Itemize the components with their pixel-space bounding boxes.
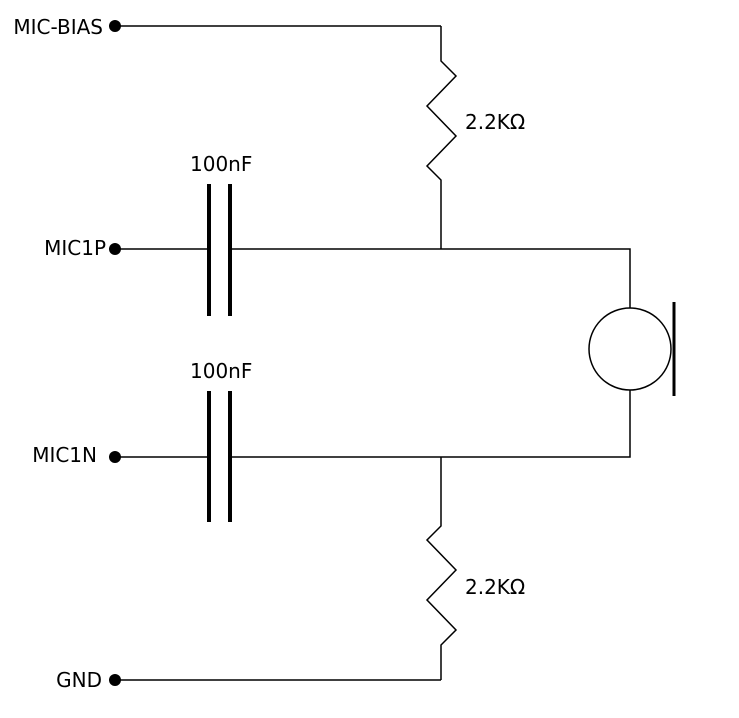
wire-mic1p-out [230, 248, 631, 308]
label-capacitor-top: 100nF [190, 152, 252, 176]
wire-mic1n-out [230, 390, 631, 458]
label-mic1p: MIC1P [44, 236, 106, 260]
resistor-bottom [425, 457, 458, 680]
label-resistor-bottom: 2.2KΩ [465, 575, 525, 599]
microphone-icon [588, 307, 672, 391]
label-capacitor-bottom: 100nF [190, 359, 252, 383]
resistor-top [425, 26, 458, 249]
label-gnd: GND [56, 668, 102, 692]
label-mic-bias: MIC-BIAS [13, 15, 103, 39]
label-mic1n: MIC1N [32, 443, 97, 467]
label-resistor-top: 2.2KΩ [465, 110, 525, 134]
